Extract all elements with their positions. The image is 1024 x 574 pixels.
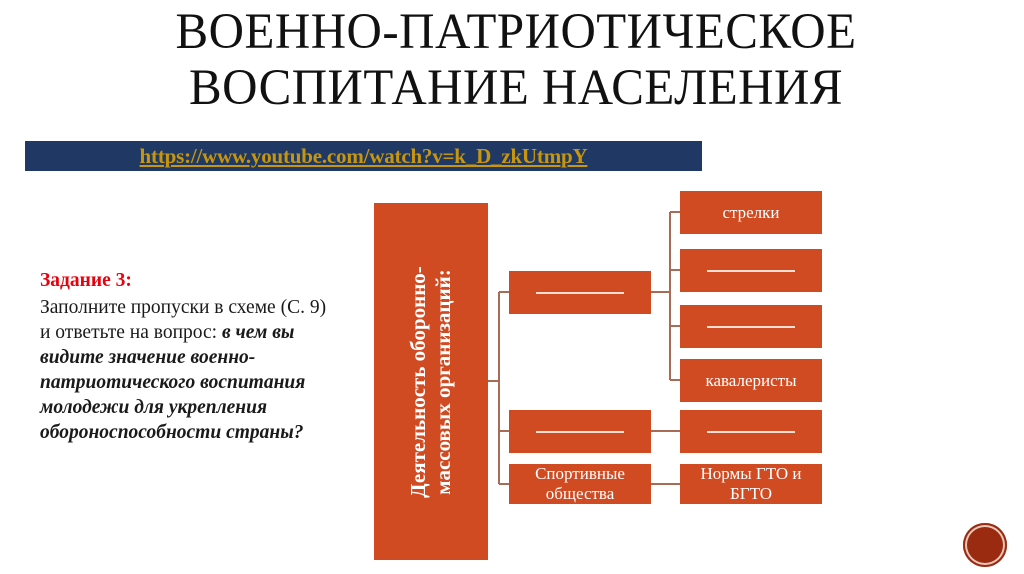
blank-answer-rule bbox=[535, 430, 625, 433]
blank-answer-rule bbox=[706, 430, 796, 433]
task-heading: Задание 3: bbox=[40, 270, 132, 291]
diagram-node-blank-2[interactable] bbox=[680, 249, 822, 292]
diagram-node-root[interactable]: Деятельность оборонно- массовых организа… bbox=[374, 203, 488, 560]
blank-answer-rule bbox=[706, 269, 796, 272]
diagram-node-mid-2[interactable] bbox=[509, 410, 651, 453]
diagram-node-blank-5[interactable] bbox=[680, 410, 822, 453]
diagram-node-gto-norms[interactable]: Нормы ГТО и БГТО bbox=[680, 464, 822, 504]
diagram-node-label: стрелки bbox=[722, 202, 780, 222]
diagram-node-shooters[interactable]: стрелки bbox=[680, 191, 822, 234]
page-title-line-1: ВОЕННО-ПАТРИОТИЧЕСКОЕ bbox=[175, 4, 857, 60]
diagram-node-root-label-line-1: Деятельность оборонно- bbox=[406, 265, 430, 498]
diagram-node-label: Нормы ГТО и БГТО bbox=[700, 464, 802, 503]
page-title-line-2: ВОСПИТАНИЕ НАСЕЛЕНИЯ bbox=[189, 60, 843, 116]
task-body-text: Заполните пропуски в схеме (С. 9) и отве… bbox=[40, 297, 327, 343]
diagram-node-cavalrymen[interactable]: кавалеристы bbox=[680, 359, 822, 402]
task-text-block: Задание 3: Заполните пропуски в схеме (С… bbox=[40, 268, 340, 445]
diagram-node-root-label-line-2: массовых организаций: bbox=[431, 268, 455, 495]
youtube-link[interactable]: https://www.youtube.com/watch?v=k_D_zkUt… bbox=[139, 143, 588, 168]
url-banner: https://www.youtube.com/watch?v=k_D_zkUt… bbox=[25, 141, 702, 171]
diagram-node-sport-societies[interactable]: Спортивные общества bbox=[509, 464, 651, 504]
diagram-node-root-label: Деятельность оборонно- массовых организа… bbox=[406, 203, 456, 560]
task-emphasis-text: в чем вы видите значение военно-патриоти… bbox=[40, 322, 306, 443]
diagram-node-blank-3[interactable] bbox=[680, 305, 822, 348]
page-title: ВОЕННО-ПАТРИОТИЧЕСКОЕ ВОСПИТАНИЕ НАСЕЛЕН… bbox=[113, 4, 919, 116]
diagram-node-label: Спортивные общества bbox=[535, 464, 625, 503]
diagram-node-label: кавалеристы bbox=[705, 370, 797, 390]
blank-answer-rule bbox=[706, 325, 796, 328]
diagram-node-mid-1[interactable] bbox=[509, 271, 651, 314]
decorative-seal-icon bbox=[963, 523, 1007, 567]
blank-answer-rule bbox=[535, 291, 625, 294]
